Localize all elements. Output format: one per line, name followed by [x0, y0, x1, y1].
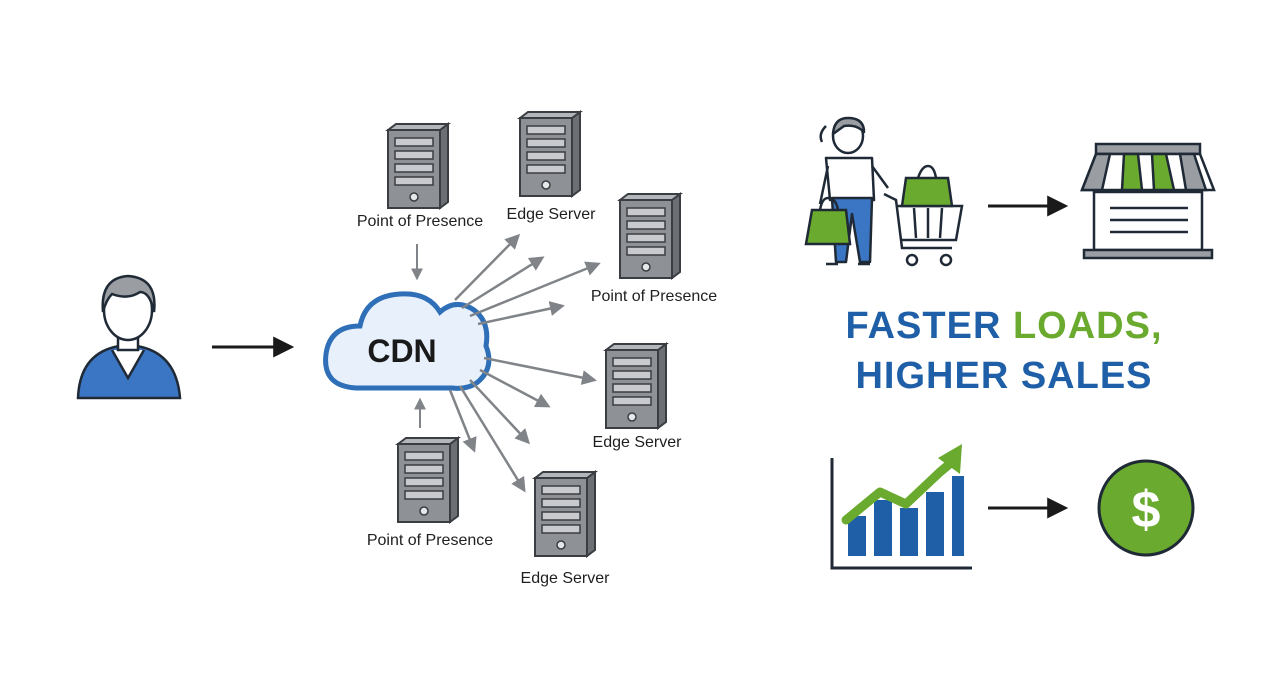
shopper-icon	[818, 116, 890, 266]
storefront-icon	[1080, 142, 1216, 260]
headline-line2: HIGHER SALES	[855, 355, 1152, 397]
server-icon	[619, 193, 681, 279]
edge-arrows	[448, 233, 601, 493]
server-icon	[519, 111, 581, 197]
server-icon	[534, 471, 596, 557]
user-icon	[76, 274, 182, 400]
dollar-coin-icon: $	[1097, 459, 1195, 557]
node-label-pop-top: Point of Presence	[357, 213, 483, 230]
headline-faster: FASTER	[845, 305, 1001, 347]
growth-chart-icon	[830, 444, 972, 570]
server-icon	[397, 437, 459, 523]
shopping-bag-icon	[804, 196, 852, 246]
shopping-cart-icon	[883, 164, 964, 267]
cloud-icon	[323, 291, 492, 391]
headline-line1: FASTER LOADS,	[845, 305, 1162, 347]
cdn-label: CDN	[367, 333, 436, 369]
dollar-symbol: $	[1132, 481, 1161, 539]
node-label-pop-right: Point of Presence	[591, 288, 717, 305]
server-icon	[387, 123, 449, 209]
node-label-edge-top: Edge Server	[507, 206, 597, 223]
headline-loads: LOADS,	[1013, 305, 1163, 347]
node-label-edge-right: Edge Server	[593, 434, 683, 451]
server-icon	[605, 343, 667, 429]
node-label-edge-bottom: Edge Server	[521, 570, 611, 587]
node-label-pop-bottom: Point of Presence	[367, 532, 493, 549]
